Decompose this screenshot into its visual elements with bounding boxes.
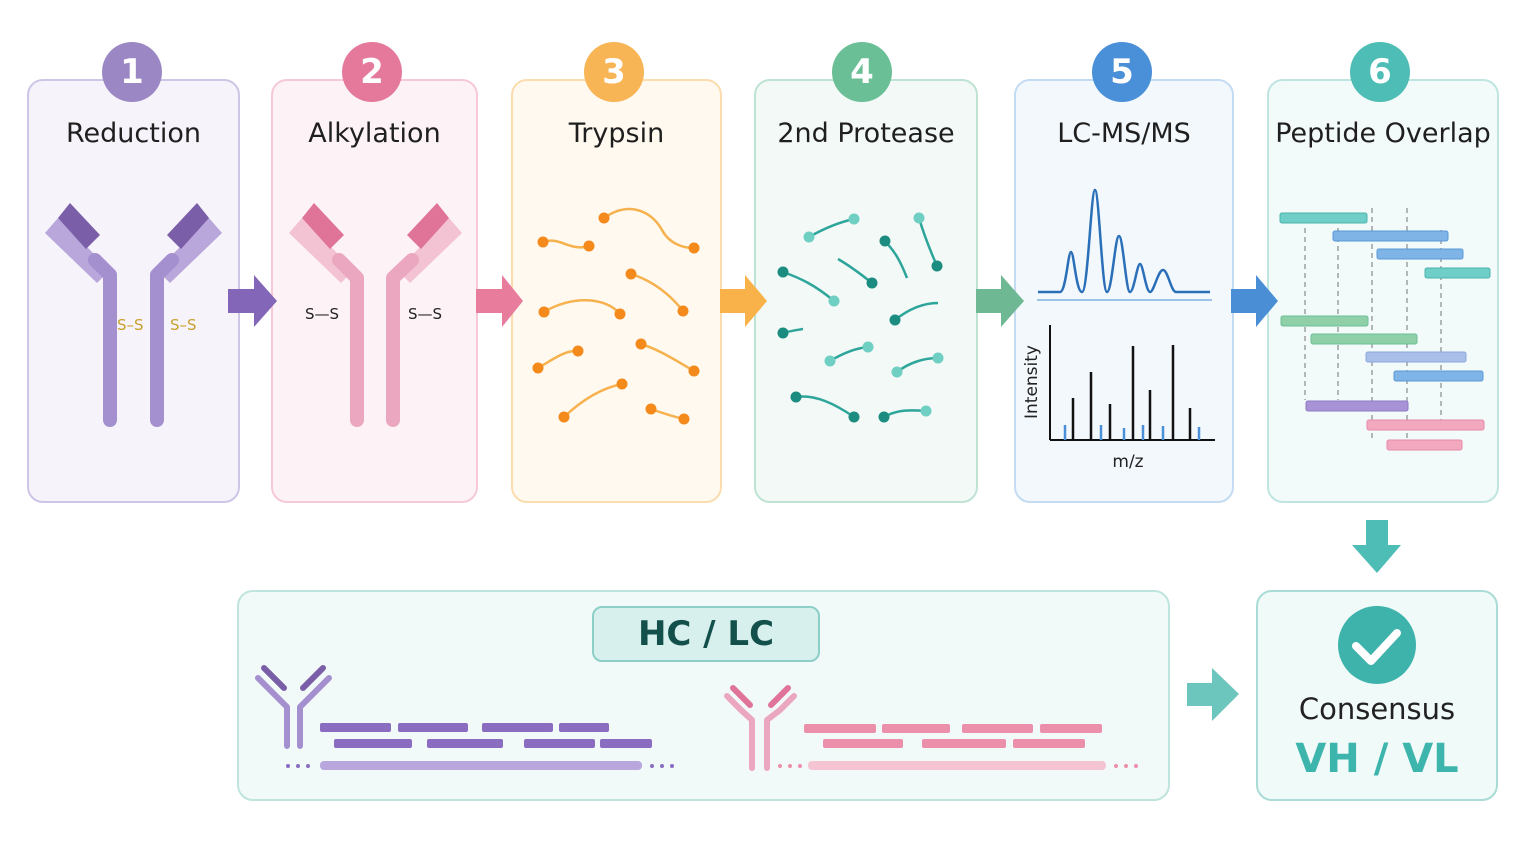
- step-title-alkylation: Alkylation: [308, 118, 441, 149]
- reduction-bond-right: S–S: [170, 316, 197, 334]
- arrow-right-icon: [1187, 668, 1239, 721]
- antibody-icon: [289, 203, 462, 427]
- peptide-overlap-map: [1279, 208, 1491, 451]
- spectrum-xlabel: m/z: [1112, 452, 1144, 472]
- step-card-overlap: [1267, 79, 1499, 503]
- chromatogram-icon: [1037, 188, 1212, 301]
- step-title-lcms: LC-MS/MS: [1057, 118, 1191, 149]
- step-badge-1: 1: [102, 42, 162, 102]
- step-badge-2: 2: [342, 42, 402, 102]
- reduction-bond-left: S–S: [117, 316, 144, 334]
- arrow-down-icon: [1352, 520, 1401, 573]
- spectrum-ylabel: Intensity: [1022, 345, 1042, 419]
- antibody-icon: [724, 685, 797, 771]
- step-badge-5: 5: [1092, 42, 1152, 102]
- step-title-trypsin: Trypsin: [568, 118, 665, 149]
- step-title-protease: 2nd Protease: [777, 118, 955, 149]
- arrow-right-icon: [476, 275, 523, 327]
- antibody-icon: [255, 665, 332, 749]
- step-badge-4: 4: [832, 42, 892, 102]
- consensus-sublabel: VH / VL: [1295, 736, 1459, 782]
- antibody-icon: [45, 203, 222, 427]
- check-icon: [1338, 606, 1416, 684]
- step-card-trypsin: [511, 79, 722, 503]
- step-badge-6: 6: [1350, 42, 1410, 102]
- step-card-alkylation: [271, 79, 478, 503]
- step-badge-3: 3: [584, 42, 644, 102]
- arrow-right-icon: [228, 275, 277, 327]
- consensus-label: Consensus: [1298, 692, 1456, 726]
- arrow-right-icon: [720, 275, 767, 327]
- mass-spectrum-icon: [1049, 325, 1215, 441]
- alkylation-bond-right: S—S: [408, 305, 442, 323]
- alkylation-bond-left: S—S: [305, 305, 339, 323]
- step-title-overlap: Peptide Overlap: [1275, 118, 1491, 149]
- arrow-right-icon: [976, 275, 1024, 327]
- step-card-reduction: [27, 79, 240, 503]
- chain-label: HC / LC: [592, 606, 820, 662]
- step-title-reduction: Reduction: [66, 118, 201, 149]
- arrow-right-icon: [1231, 275, 1278, 327]
